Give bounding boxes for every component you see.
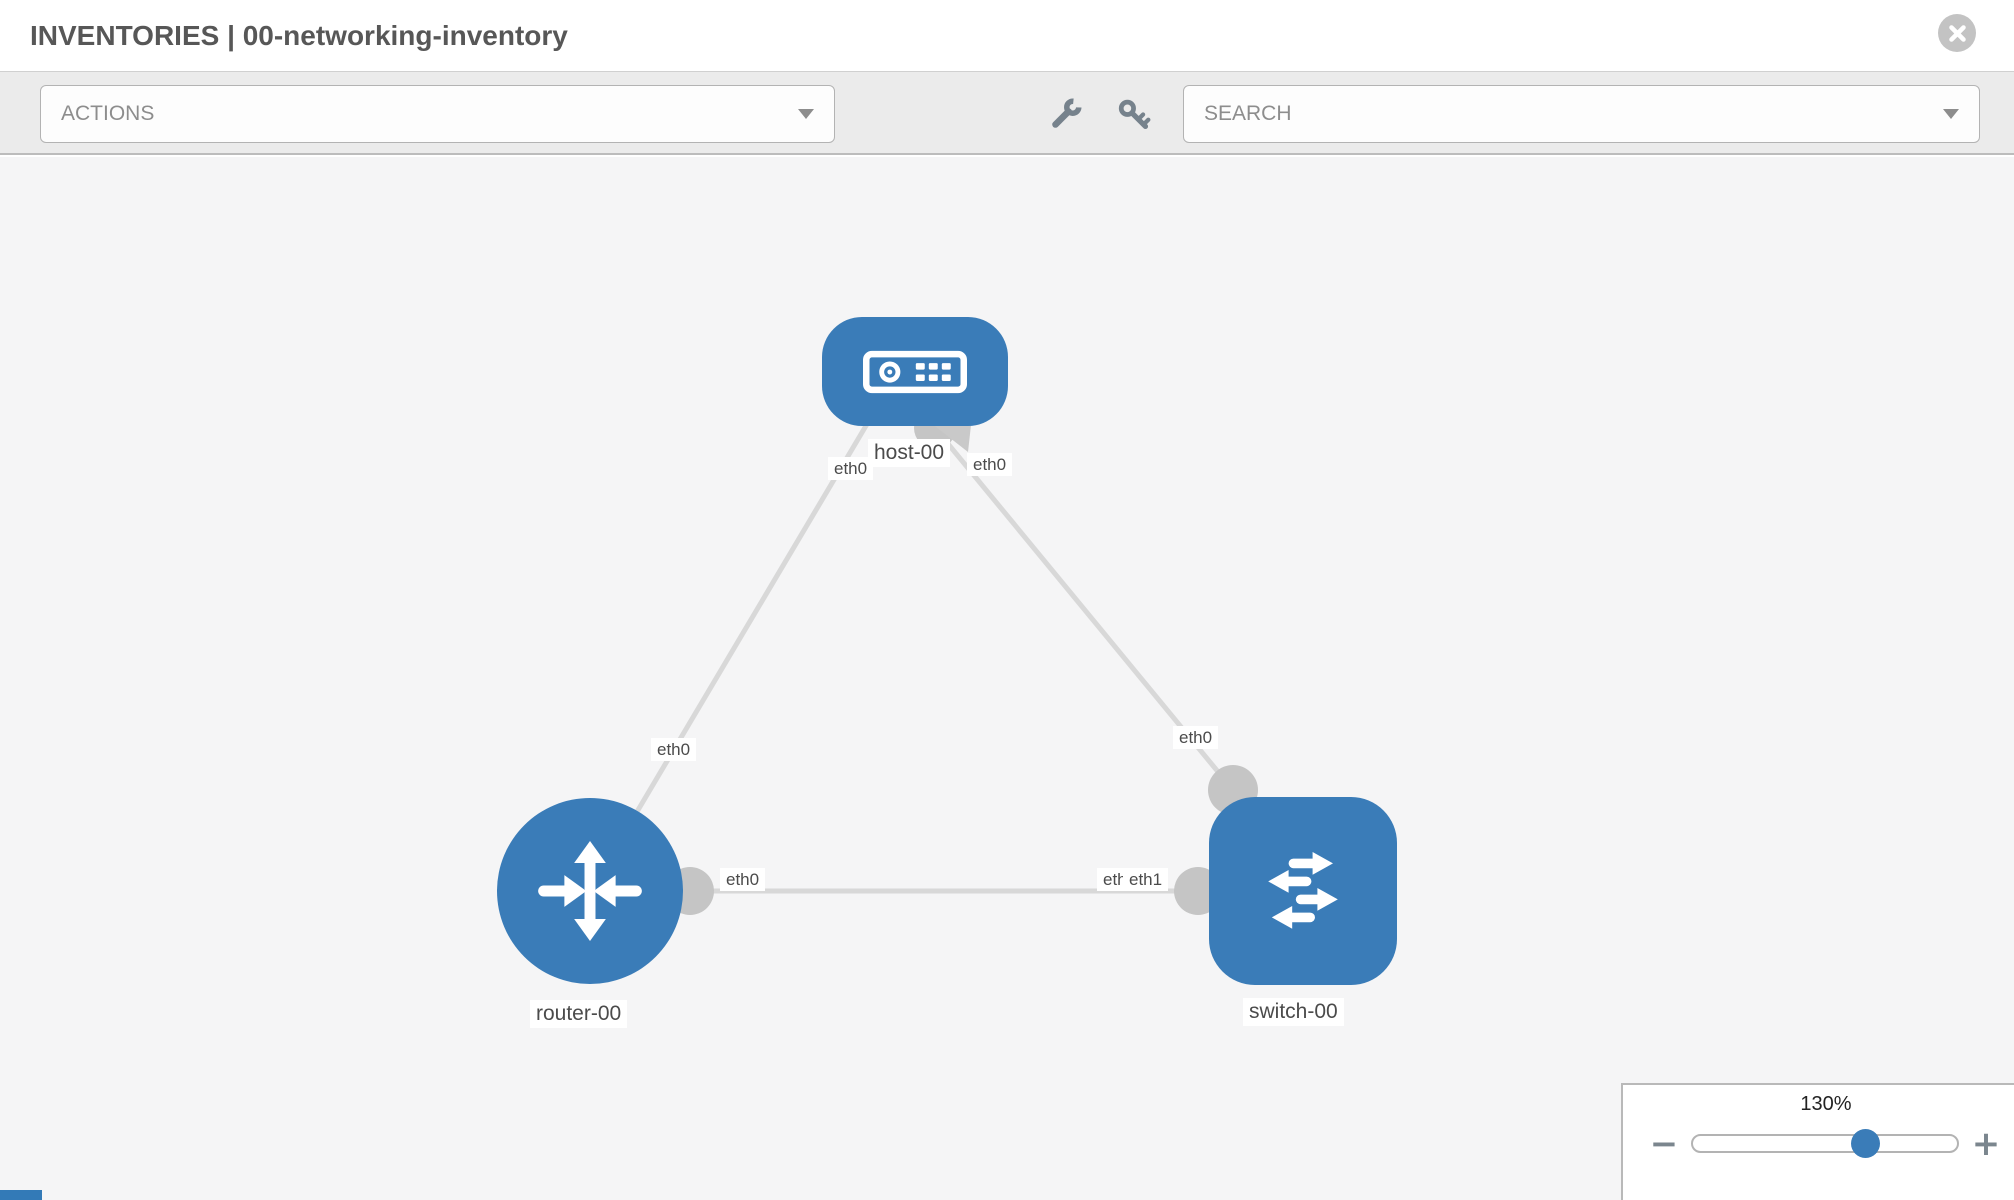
chevron-down-icon [798,109,814,119]
interface-label: eth1 [1123,868,1169,892]
router-icon [538,840,642,942]
node-label-host: host-00 [868,439,951,468]
interface-label: eth0 [967,453,1013,477]
credentials-button[interactable] [1113,93,1157,137]
chevron-down-icon [1943,109,1959,119]
switch-icon [1268,852,1338,929]
node-label-switch: switch-00 [1243,998,1344,1027]
close-button[interactable] [1938,14,1976,52]
interface-label: eth0 [651,738,697,762]
wrench-icon [1052,98,1082,128]
actions-dropdown[interactable]: ACTIONS [40,85,835,143]
zoom-level-value: 130% [1800,1093,1852,1115]
node-label-router: router-00 [530,1000,628,1029]
interface-label: eth0 [1097,868,1129,892]
page-title: INVENTORIES | 00-networking-inventory [30,19,568,51]
interface-label: eth0 [720,868,766,892]
minus-icon: − [1649,1124,1679,1164]
zoom-slider-thumb[interactable] [1851,1129,1880,1158]
plus-icon: + [1971,1124,2001,1164]
node-router-00[interactable] [497,798,683,984]
host-icon [863,350,967,393]
zoom-out-button[interactable]: − [1645,1124,1683,1164]
toolbar: ACTIONS SEARCH [0,72,2014,155]
zoom-in-button[interactable]: + [1967,1124,2005,1164]
zoom-control-panel: 130% − + [1621,1083,2014,1200]
topology-links-layer [587,407,1258,915]
run-command-button[interactable] [1043,93,1087,137]
close-icon [1948,24,1966,42]
background-page-fragment [0,1190,42,1200]
node-switch-00[interactable] [1209,797,1397,985]
search-dropdown-label: SEARCH [1204,102,1292,125]
topology-canvas[interactable]: host-00 router-00 switch-00 eth0 eth0 et… [0,157,2014,1200]
key-icon [1118,99,1151,130]
search-dropdown[interactable]: SEARCH [1183,85,1980,143]
interface-label: eth0 [828,457,874,481]
interface-label: eth0 [1173,726,1219,750]
actions-dropdown-label: ACTIONS [61,102,155,125]
modal-header: INVENTORIES | 00-networking-inventory [0,0,2014,72]
zoom-slider-track[interactable] [1691,1134,1959,1153]
node-host-00[interactable] [822,317,1008,426]
